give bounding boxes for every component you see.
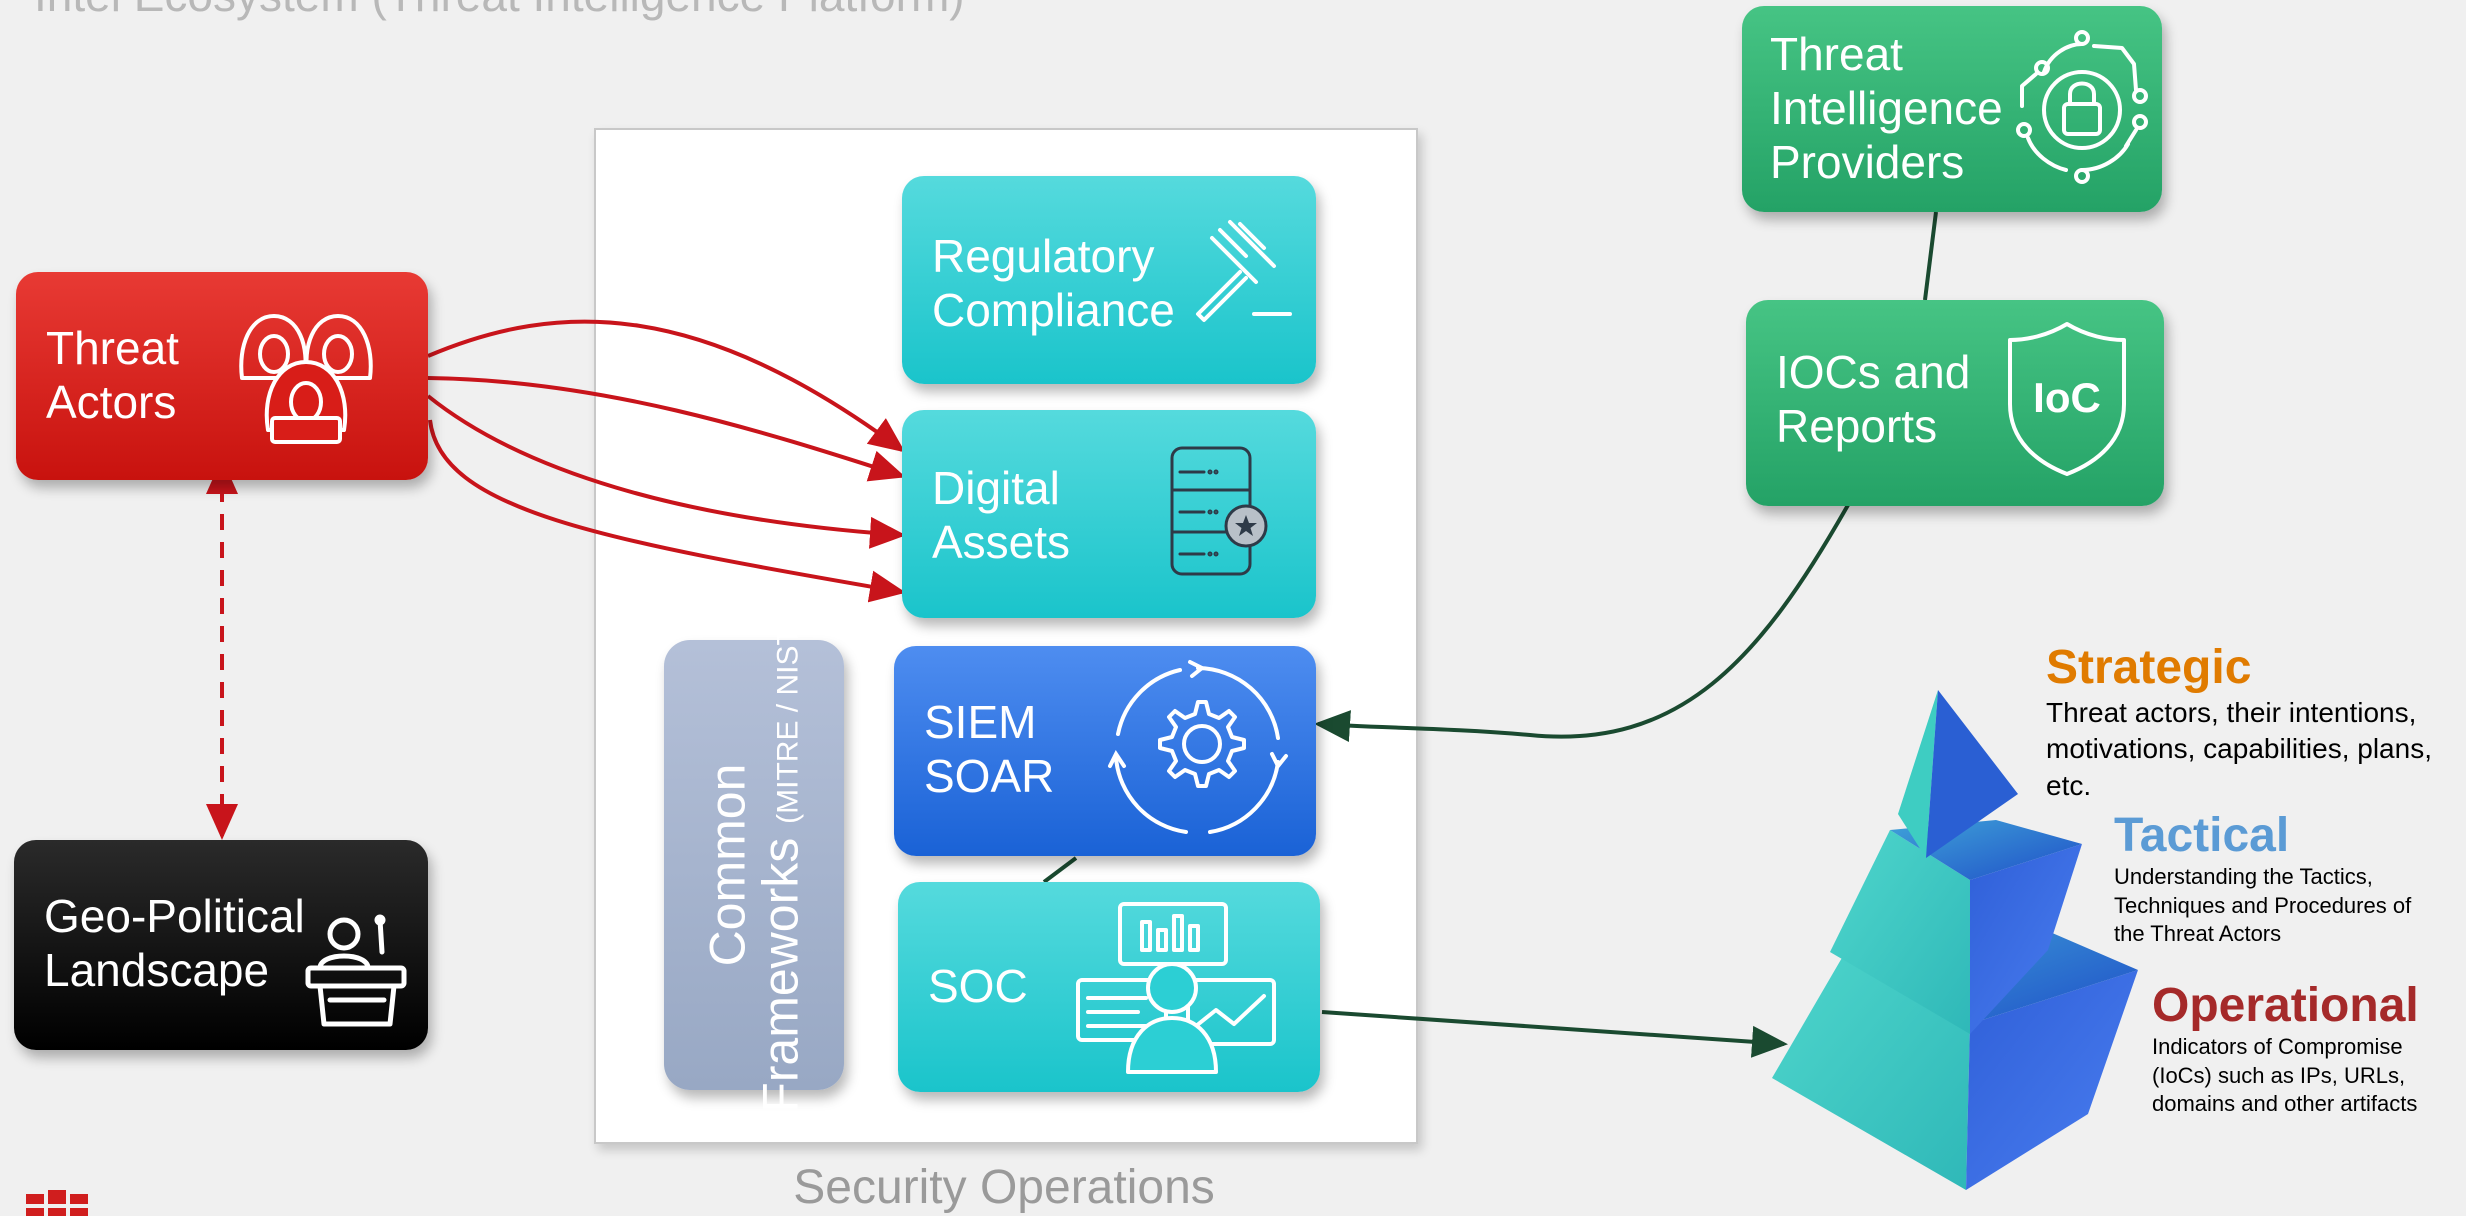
gear-cycle-icon [1108,660,1288,834]
digital-assets-label-line-1: Digital [932,462,1060,514]
iocs-and-reports-box[interactable]: IOCs and Reports IoC [1746,300,2164,506]
siem-soar-box[interactable]: SIEM SOAR [894,646,1316,856]
geopolitical-landscape-box[interactable]: Geo-Political Landscape [14,840,428,1050]
regulatory-label-line-2: Compliance [932,283,1175,336]
threat-arrow-2 [427,376,906,482]
common-frameworks-box[interactable]: Common Frameworks (MITRE / NIST) [664,617,844,1113]
tactical-desc-line-2: Techniques and Procedures of [2114,892,2412,918]
soc-pyramid-arrow [1321,1010,1788,1058]
security-operations-label: Security Operations [793,1161,1215,1214]
speaker-podium-icon [305,914,407,1027]
tactical-desc-line-3: the Threat Actors [2114,921,2282,947]
frameworks-label-line-3: (MITRE / NIST) [771,617,804,824]
threat-arrow-3 [426,394,906,549]
strategic-desc-line-2: motivations, capabilities, plans, [2046,733,2432,765]
ioc-shield-icon: IoC [2008,322,2126,476]
tactical-desc-line-1: Understanding the Tactics, [2114,864,2373,889]
regulatory-compliance-box[interactable]: Regulatory Compliance [902,176,1316,384]
digital-assets-label-line-2: Assets [932,515,1071,568]
operational-desc-line-3: domains and other artifacts [2152,1091,2418,1117]
strategic-title: Strategic [2046,641,2252,694]
iocs-siem-arrow [1314,504,1850,743]
iocs-label-line-2: Reports [1776,399,1938,452]
ti-providers-label-line-2: Intelligence [1770,81,2003,134]
soc-box[interactable]: SOC [898,882,1320,1092]
ioc-shield-text: IoC [2033,374,2101,421]
digital-assets-box[interactable]: Digital Assets [902,410,1316,618]
server-star-icon [1170,446,1268,576]
threat-actors-box[interactable]: Threat Actors [16,272,428,480]
page-title: Intel Ecosystem (Threat Intelligence Pla… [34,0,965,22]
brand-logo-icon [26,1190,88,1216]
regulatory-label-line-1: Regulatory [932,230,1155,282]
gavel-icon [1196,220,1292,322]
operational-section: Operational Indicators of Compromise (Io… [2152,978,2419,1119]
tactical-title: Tactical [2114,809,2290,862]
providers-iocs-connector [1923,211,1938,301]
operational-desc-line-1: Indicators of Compromise [2152,1034,2403,1059]
frameworks-label-line-1: Common [699,763,756,967]
ti-providers-label-line-1: Threat [1770,28,1903,80]
iocs-label-line-1: IOCs and [1776,346,1971,398]
siem-soc-connector [1042,856,1078,884]
frameworks-label-line-2: Frameworks [752,837,808,1113]
geopolitical-label-line-1: Geo-Political [44,890,305,942]
hooded-hackers-icon [239,314,373,444]
operational-title: Operational [2152,979,2419,1032]
tactical-section: Tactical Understanding the Tactics, Tech… [2114,808,2411,949]
strategic-desc-line-1: Threat actors, their intentions, [2046,697,2417,728]
threat-arrow-1 [427,319,906,453]
threat-actors-label-line-1: Threat [46,322,179,374]
intelligence-pyramid [1772,690,2138,1190]
geopolitical-label-line-2: Landscape [44,943,270,996]
ti-providers-label-line-3: Providers [1770,135,1965,188]
threat-actors-label-line-2: Actors [46,375,177,428]
soc-label: SOC [928,960,1028,1012]
analyst-dashboard-icon [1076,902,1276,1074]
pyramid-tactical-tier [1830,820,2082,1034]
strategic-section: Strategic Threat actors, their intention… [2046,640,2432,804]
threat-intelligence-providers-box[interactable]: Threat Intelligence Providers [1742,6,2162,212]
threat-arrow-4 [428,419,906,603]
siem-label-line-1: SIEM [924,696,1037,748]
threat-arrows [426,319,906,603]
lock-circuit-icon [2016,30,2148,184]
pyramid-strategic-tier [1898,690,2018,858]
strategic-desc-line-3: etc. [2046,769,2092,801]
siem-label-line-2: SOAR [924,749,1055,802]
operational-desc-line-2: (IoCs) such as IPs, URLs, [2152,1062,2406,1088]
